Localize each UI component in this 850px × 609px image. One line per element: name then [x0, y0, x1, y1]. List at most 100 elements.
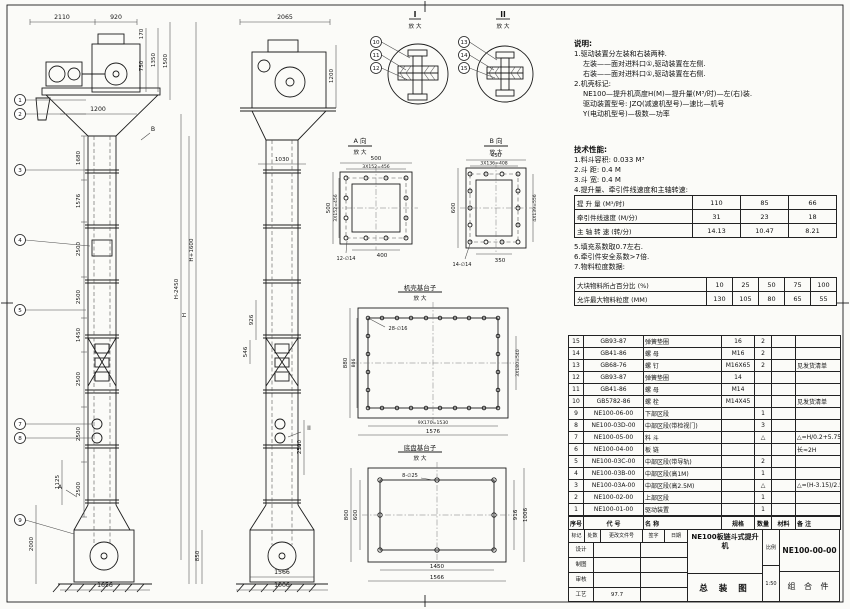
- detail-title: 底盘基台子: [404, 443, 437, 452]
- table-cell: 14.13: [692, 223, 741, 238]
- table-cell: 12: [568, 371, 584, 384]
- detail-section-i: I 放 大 10 11 12: [370, 10, 449, 105]
- table-cell: [771, 479, 796, 492]
- table-cell: [721, 491, 755, 504]
- dim-label: H+1600: [189, 238, 195, 262]
- table-cell: [795, 419, 841, 432]
- balloon-1: 1: [14, 94, 86, 106]
- table-cell: 1: [754, 491, 772, 504]
- table-cell: [721, 467, 755, 480]
- dim-label: 1500: [163, 53, 169, 68]
- table-cell: 1: [754, 407, 772, 420]
- table-cell: GB68-76: [583, 359, 644, 372]
- revision-cell: 标记: [569, 530, 585, 542]
- balloon-label: 13: [460, 40, 468, 46]
- date-cell: [641, 588, 687, 602]
- table-cell: M16: [721, 347, 755, 360]
- tech-spec-block: 技术性能: 1.料斗容积: 0.033 M³ 2.斗 距: 0.4 M 3.斗 …: [574, 145, 838, 195]
- dim-label: 600: [451, 202, 457, 213]
- hole-callout: 12-∅14: [337, 256, 356, 262]
- table-cell: M16X65: [721, 359, 755, 372]
- table-cell: 85: [740, 195, 789, 210]
- hole-callout: 8-∅25: [402, 473, 418, 479]
- table-cell: 见发货清单: [795, 395, 841, 408]
- dim-label: 800: [344, 509, 350, 520]
- table-cell: [754, 443, 772, 456]
- table-cell: [771, 383, 796, 396]
- scale-label: 比例: [763, 530, 779, 566]
- table-cell: M14X45: [721, 395, 755, 408]
- table-cell: [771, 371, 796, 384]
- table-cell: 序号: [568, 516, 584, 530]
- revision-cell: 签字: [643, 530, 665, 542]
- revision-cell: 处数: [585, 530, 601, 542]
- detail-title: I: [414, 10, 417, 19]
- dim-label: 170: [139, 28, 145, 39]
- note-line: 2.机壳标记:: [574, 80, 612, 88]
- dim-label: 4X139=556: [532, 194, 538, 222]
- balloon-label: 12: [372, 66, 379, 72]
- detail-section-ii: II 放 大 13 14 15: [458, 10, 534, 103]
- drawing-date: 97.7: [594, 588, 641, 602]
- balloon-label: 2: [18, 112, 22, 118]
- table-cell: NE100-03D-00: [583, 419, 644, 432]
- revision-cell: 日期: [670, 533, 681, 539]
- revision-cell: 更改文件号: [601, 530, 643, 542]
- note-line: 驱动装置型号: JZQ(减速机型号)—速比—机号: [583, 100, 725, 108]
- table-cell: 105: [732, 291, 759, 306]
- table-cell: GB93-87: [583, 335, 644, 348]
- note-line: Y(电动机型号)—极数—功率: [583, 110, 670, 118]
- table-cell: 75: [784, 277, 811, 292]
- table-cell: [771, 443, 796, 456]
- table-cell: 23: [740, 209, 789, 224]
- balloon-5: 5: [14, 304, 86, 316]
- table-cell: 14: [721, 371, 755, 384]
- table-cell: 中部区段(高2.5M): [643, 479, 722, 492]
- side-elevation-view: [236, 39, 336, 593]
- signature-row: 制图: [569, 558, 687, 573]
- table-cell: NE100-03B-00: [583, 467, 644, 480]
- dim-label: 880: [343, 357, 349, 368]
- dim-label: 3X152=456: [333, 194, 339, 222]
- dim-label: 1566: [430, 575, 445, 581]
- dim-label: 2500: [76, 426, 82, 441]
- role-label: 设计: [569, 543, 594, 557]
- signature-cell: [594, 543, 641, 557]
- detail-casing-foundation: 机壳基台子 放 大 28-∅16 880 806 9X170=1530 1576…: [343, 283, 521, 436]
- table-cell: 牵引件线速度 (M/分): [574, 209, 693, 224]
- table-cell: [771, 395, 796, 408]
- table-cell: GB41-86: [583, 383, 644, 396]
- dim-label: 2500: [76, 289, 82, 304]
- balloon-13: 13: [458, 36, 498, 61]
- table-cell: 允许最大物料粒度 (MM): [574, 291, 707, 306]
- table-cell: 数量: [754, 516, 772, 530]
- table-cell: [771, 491, 796, 504]
- balloon-label: 15: [460, 66, 468, 72]
- table-cell: [795, 467, 841, 480]
- table-cell: 螺 栓: [643, 395, 722, 408]
- dim-label: 2500: [76, 371, 82, 386]
- dim-label: 1006: [523, 507, 529, 522]
- note-line: 右装——面对进料口①,驱动装置在右侧.: [583, 70, 706, 78]
- table-cell: [795, 407, 841, 420]
- note-line: 左装——面对进料口①,驱动装置在左侧.: [583, 60, 706, 68]
- dim-label: 3X180=540: [515, 349, 521, 377]
- dim-label: 350: [495, 258, 506, 264]
- tech-line: 1.料斗容积: 0.033 M³: [574, 156, 645, 164]
- tech-line: 3.斗 宽: 0.4 M: [574, 176, 621, 184]
- front-elevation-view: [35, 33, 161, 593]
- table-cell: 9: [568, 407, 584, 420]
- table-cell: 材料: [771, 516, 796, 530]
